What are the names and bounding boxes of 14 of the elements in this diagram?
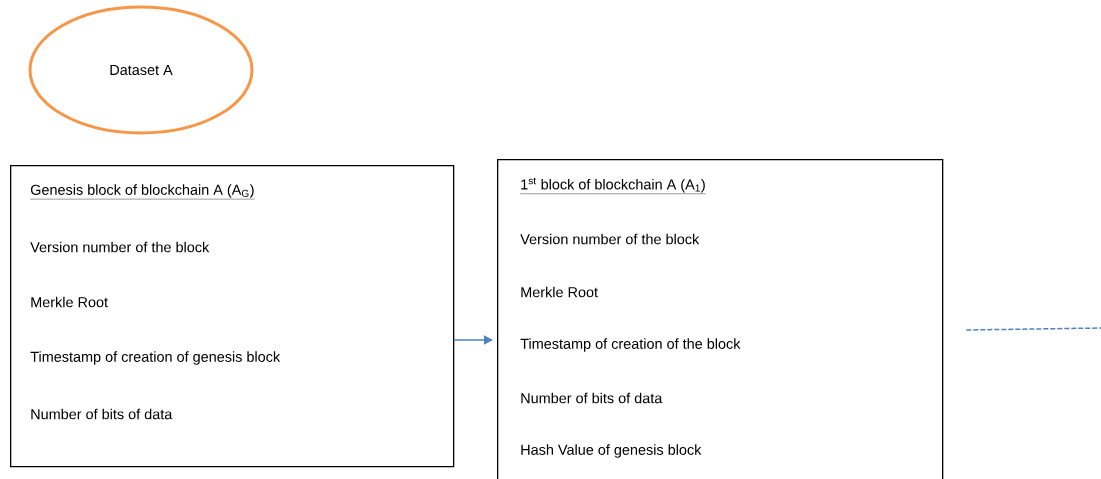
field-label: Hash Value of genesis block xyxy=(521,444,702,458)
field-label: Version number of the block xyxy=(520,233,700,245)
field-label: Merkle Root xyxy=(521,286,598,298)
arrow xyxy=(453,335,493,345)
field-label: Timestamp of creation of genesis block xyxy=(30,351,281,365)
block-box xyxy=(10,165,455,468)
block-box xyxy=(497,159,944,479)
field-label: Merkle Root xyxy=(31,296,108,308)
field-label: Number of bits of data xyxy=(521,392,663,404)
block-heading: 1$^{st}$ block of blockchain A (A$_{1}$) xyxy=(520,177,706,194)
field-label: Number of bits of data xyxy=(31,408,173,420)
block-heading: Genesis block of blockchain A (A$_{G}$) xyxy=(30,184,255,200)
field-label: Timestamp of creation of the block xyxy=(520,338,741,352)
field-label: Version number of the block xyxy=(30,241,210,253)
